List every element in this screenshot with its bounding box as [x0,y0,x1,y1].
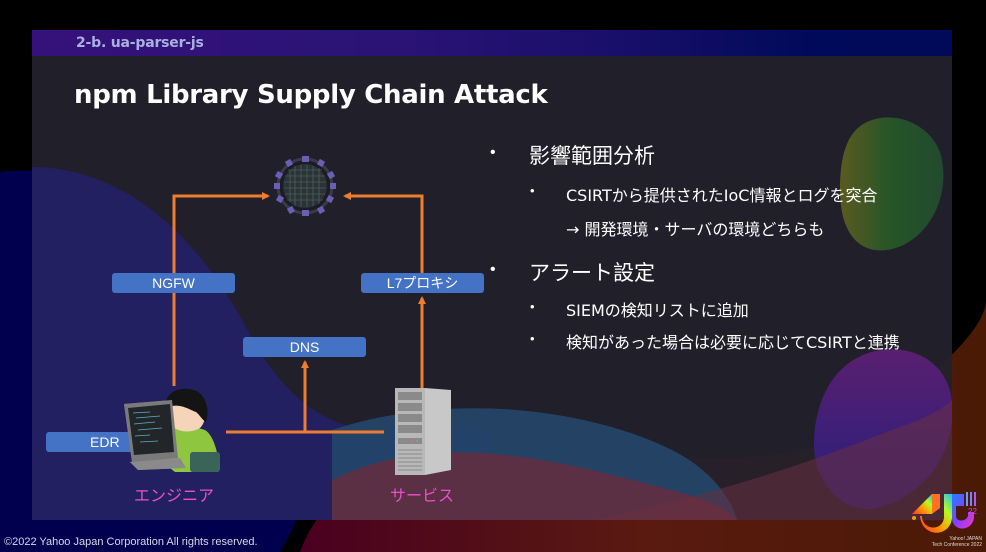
sub-bullet-marker: • [530,331,535,346]
conference-logo: 22 [912,492,977,533]
sub-bullet-item: CSIRTから提供されたIoC情報とログを突合 [566,186,878,205]
logo-caption: Yahoo! JAPAN Tech Conference 2022 [930,536,982,548]
ngfw-box: NGFW [112,273,235,293]
bullet-item: 影響範囲分析 [529,144,655,168]
l7-proxy-box: L7プロキシ [361,273,484,293]
sub-bullet-item: SIEMの検知リストに追加 [566,301,749,320]
sub-bullet-marker: • [530,183,535,198]
dns-box: DNS [243,337,366,357]
engineer-label: エンジニア [133,486,215,505]
sub-bullet-continuation: → 開発環境・サーバの環境どちらも [566,220,825,239]
slide-title: npm Library Supply Chain Attack [74,80,548,110]
server-illustration [395,388,451,475]
globe-virus-icon [274,156,336,216]
brown-overlay [592,400,952,520]
logo-line2: Tech Conference 2022 [931,542,982,548]
bullet-item: アラート設定 [529,261,655,285]
bullet-marker: • [490,144,496,161]
edr-box: EDR [46,432,150,452]
engineer-illustration [124,388,220,472]
section-label: 2-b. ua-parser-js [76,35,204,51]
sub-bullet-item: 検知があった場合は必要に応じてCSIRTと連携 [566,333,900,352]
bullet-marker: • [490,261,496,278]
l7-route-line [343,192,424,273]
green-blob [840,117,944,251]
logo-badge: 22 [968,507,977,516]
logo-line1: Yahoo! JAPAN [949,536,982,542]
ngfw-route-line [172,192,270,386]
service-label: サービス [389,486,455,505]
section-header: 2-b. ua-parser-js [32,30,952,56]
copyright-footer: ©2022 Yahoo Japan Corporation All rights… [4,536,258,548]
sub-bullet-marker: • [530,299,535,314]
